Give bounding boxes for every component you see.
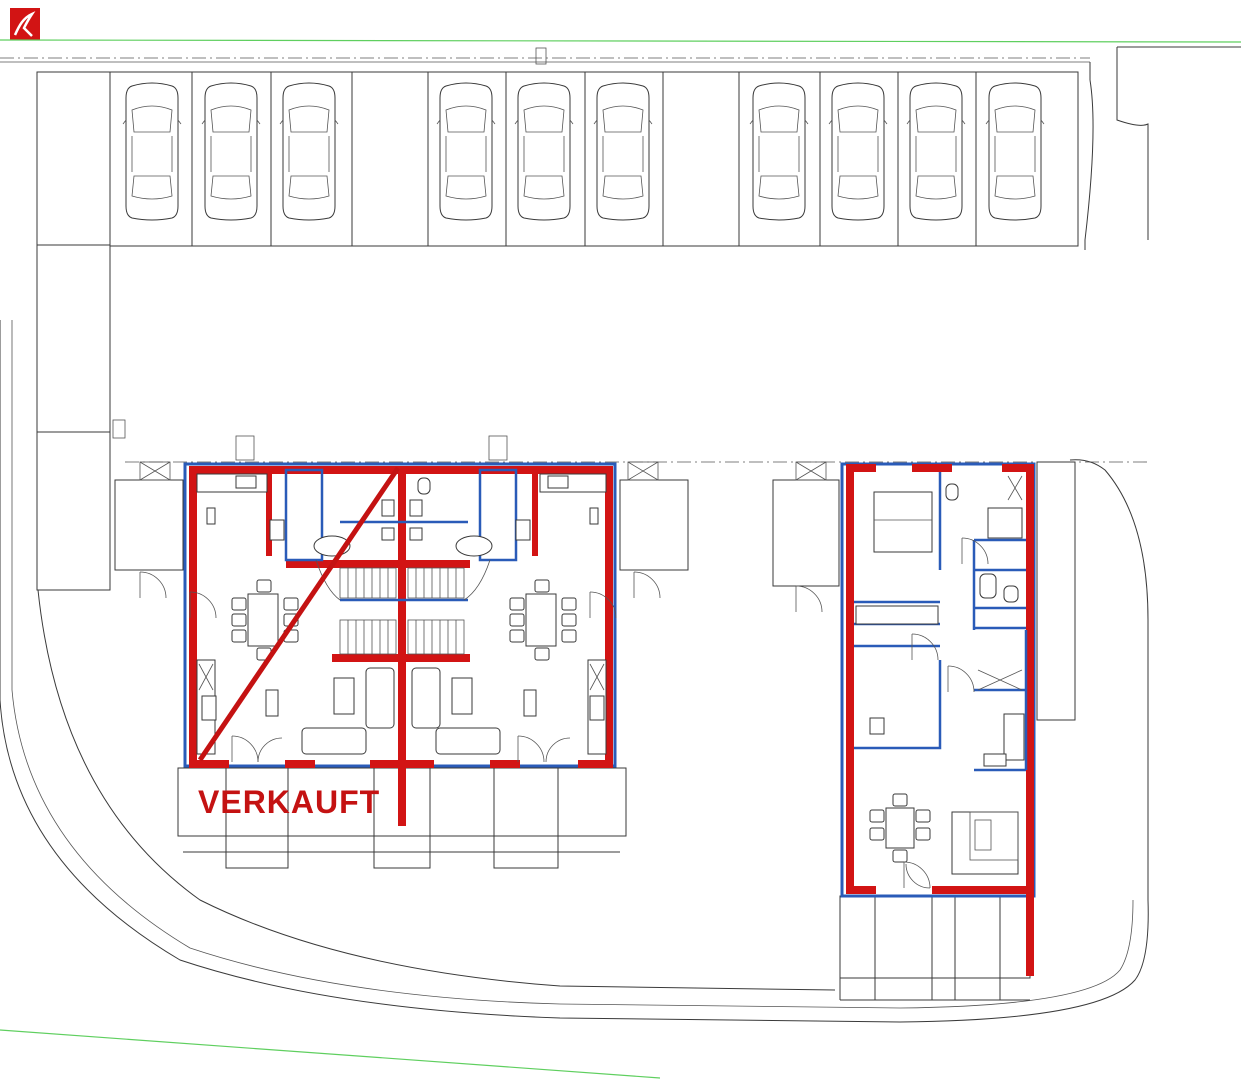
table-icon bbox=[231, 579, 577, 661]
bed-icon bbox=[873, 491, 933, 553]
wall bbox=[189, 466, 613, 826]
table-icon bbox=[869, 793, 931, 863]
sold-label: VERKAUFT bbox=[198, 784, 381, 820]
sofa-icon bbox=[265, 667, 537, 755]
logo-icon: R bbox=[10, 8, 40, 40]
car-icon bbox=[122, 82, 1045, 221]
